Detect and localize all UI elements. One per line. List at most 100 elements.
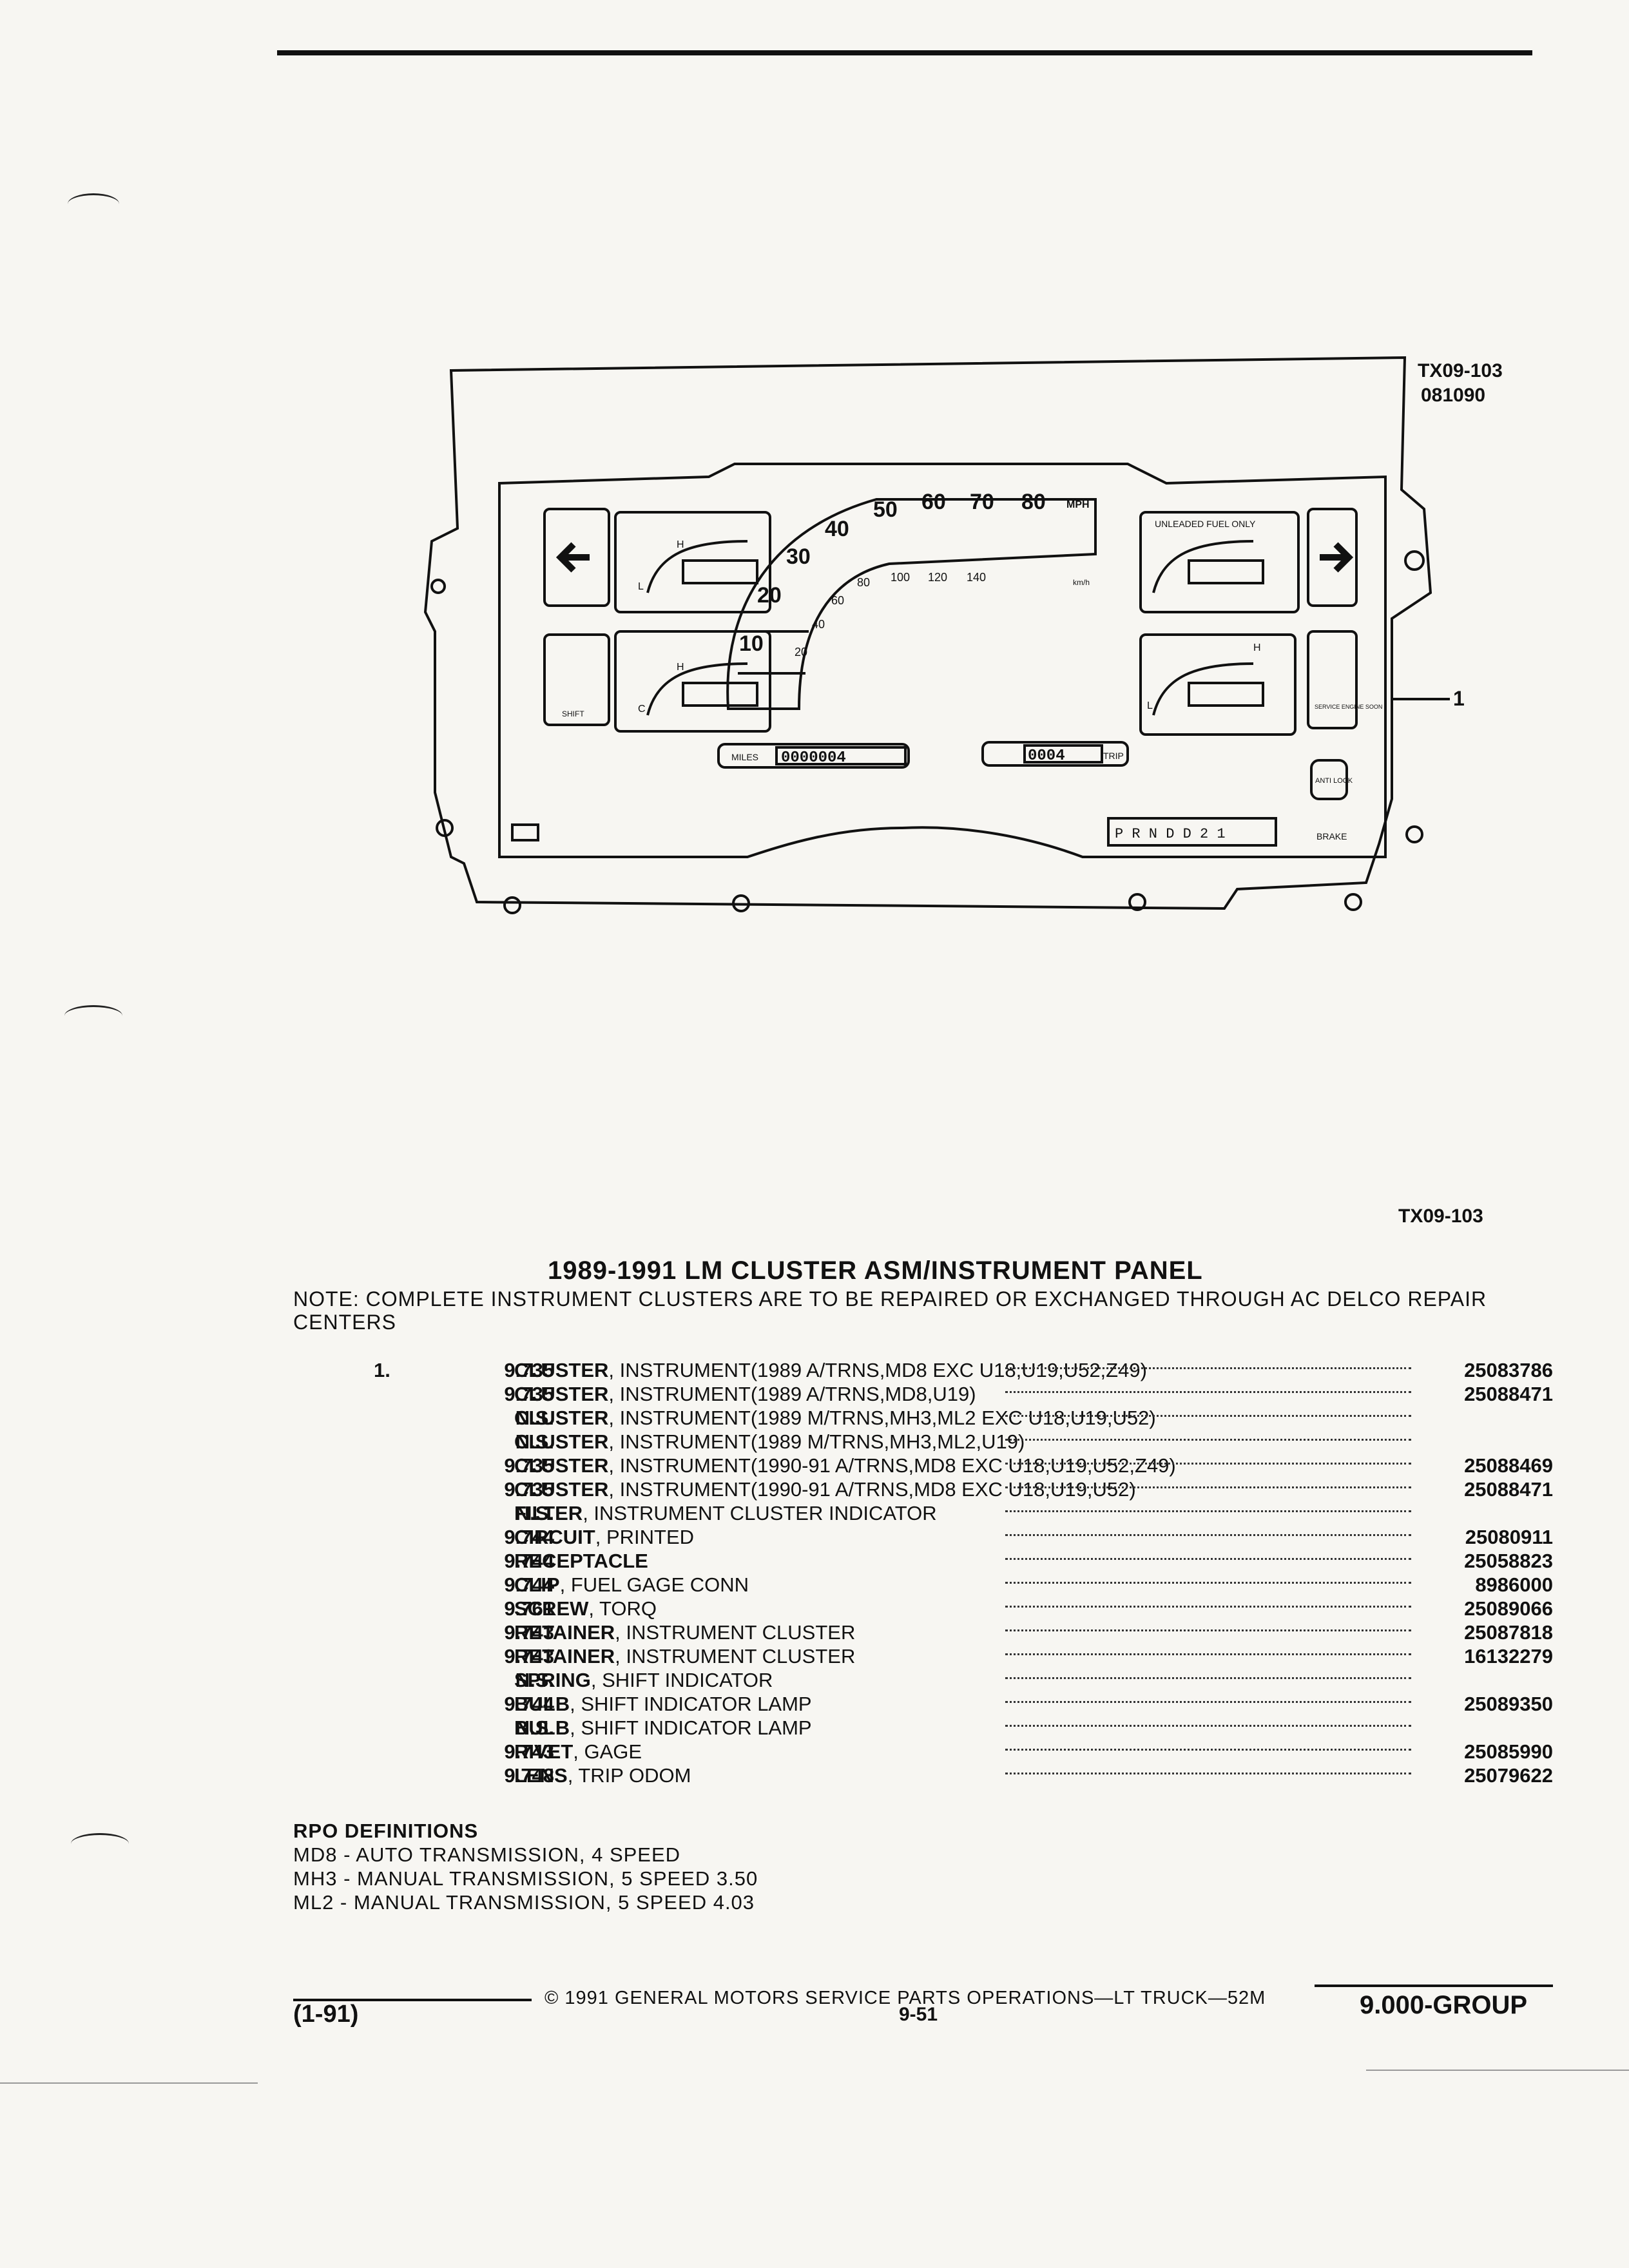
margin-mark — [71, 1833, 129, 1854]
parts-group-code: 9.744 — [504, 1550, 554, 1572]
kmh-label-60: 60 — [831, 594, 844, 607]
figure-code-bottom: TX09-103 — [1398, 1206, 1483, 1227]
parts-number: 25089066 — [1464, 1597, 1553, 1620]
parts-name: CLUSTER, INSTRUMENT(1990-91 A/TRNS,MD8 E… — [514, 1454, 1176, 1477]
kmh-label-80: 80 — [857, 576, 870, 589]
parts-group-code: 9.735 — [504, 1359, 554, 1381]
parts-name-text: LENS — [514, 1764, 568, 1787]
parts-leader-dots — [1005, 1629, 1411, 1631]
parts-description: , GAGE — [573, 1740, 642, 1763]
parts-name: CLUSTER, INSTRUMENT(1989 A/TRNS,MD8 EXC … — [514, 1358, 1147, 1382]
parts-name-text: CLUSTER — [514, 1359, 609, 1381]
parts-name-text: CLUSTER — [514, 1383, 609, 1405]
gauge-cold-label: C — [638, 704, 646, 715]
parts-leader-dots — [1005, 1677, 1411, 1679]
parts-name-text: RIVET — [514, 1740, 574, 1763]
kmh-unit-label: km/h — [1073, 578, 1090, 587]
parts-name-text: CLUSTER — [514, 1407, 609, 1429]
parts-name: CLIP, FUEL GAGE CONN — [514, 1573, 749, 1597]
parts-name: CIRCUIT, PRINTED — [514, 1525, 694, 1549]
parts-leader-dots — [1005, 1391, 1411, 1393]
parts-description: , INSTRUMENT(1989 A/TRNS,MD8 EXC U18,U19… — [608, 1359, 1147, 1381]
parts-number: 25088471 — [1464, 1478, 1553, 1501]
parts-leader-dots — [1005, 1534, 1411, 1536]
parts-number: 25089350 — [1464, 1693, 1553, 1715]
parts-description: , INSTRUMENT(1989 A/TRNS,MD8,U19) — [608, 1383, 976, 1405]
trip-label: TRIP — [1103, 751, 1124, 761]
parts-number: 25087818 — [1464, 1621, 1553, 1644]
instrument-cluster-illustration: 10 20 30 40 50 60 70 80 MPH 20 40 60 80 … — [423, 356, 1465, 914]
parts-leader-dots — [1005, 1415, 1411, 1417]
footer-copyright: © 1991 GENERAL MOTORS SERVICE PARTS OPER… — [545, 1988, 1266, 2008]
parts-group-code: 9.735 — [504, 1454, 554, 1477]
parts-group-code: 9.744 — [504, 1573, 554, 1596]
parts-description: , TRIP ODOM — [567, 1764, 691, 1787]
miles-label: MILES — [731, 752, 758, 762]
parts-name-text: CLUSTER — [514, 1454, 609, 1477]
scan-line — [0, 2082, 258, 2084]
parts-group-code: 9.743 — [504, 1621, 554, 1644]
parts-number: 25088469 — [1464, 1454, 1553, 1477]
parts-description: , INSTRUMENT(1990-91 A/TRNS,MD8 EXC U18,… — [608, 1478, 1136, 1501]
footer-rule-left — [293, 1999, 532, 2001]
scan-line — [1366, 2070, 1629, 2071]
parts-leader-dots — [1005, 1725, 1411, 1727]
parts-name: RIVET, GAGE — [514, 1740, 642, 1763]
parts-name: RETAINER, INSTRUMENT CLUSTER — [514, 1644, 855, 1668]
parts-leader-dots — [1005, 1367, 1411, 1369]
parts-group-code: N.S. — [515, 1502, 554, 1524]
parts-name: SPRING, SHIFT INDICATOR — [514, 1668, 773, 1692]
parts-number: 25085990 — [1464, 1740, 1553, 1763]
parts-name-text: BULB — [514, 1693, 570, 1715]
note-text: NOTE: COMPLETE INSTRUMENT CLUSTERS ARE T… — [293, 1287, 1487, 1334]
rpo-definitions: RPO DEFINITIONS MD8 - AUTO TRANSMISSION,… — [293, 1819, 758, 1914]
kmh-label-100: 100 — [891, 571, 910, 584]
service-engine-label: SERVICE ENGINE SOON — [1315, 704, 1382, 710]
parts-group-code: 9.735 — [504, 1478, 554, 1501]
parts-row: N.S.BULB, SHIFT INDICATOR LAMP — [374, 1716, 1553, 1740]
mph-label-80: 80 — [1021, 490, 1046, 514]
gauge-low-label: L — [638, 581, 644, 592]
footer-group: 9.000-GROUP — [1360, 1991, 1528, 2019]
parts-number: 25080911 — [1465, 1526, 1553, 1548]
rpo-heading: RPO DEFINITIONS — [293, 1820, 479, 1842]
parts-number: 25083786 — [1464, 1359, 1553, 1381]
parts-description: , INSTRUMENT(1989 M/TRNS,MH3,ML2 EXC U18… — [608, 1407, 1156, 1429]
parts-name-text: RECEPTACLE — [514, 1550, 648, 1572]
parts-group-code: 9.761 — [504, 1597, 554, 1620]
kmh-label-40: 40 — [812, 618, 825, 631]
rpo-line: MD8 - AUTO TRANSMISSION, 4 SPEED — [293, 1843, 681, 1866]
parts-name-text: BULB — [514, 1716, 570, 1739]
mph-label-60: 60 — [921, 490, 946, 514]
parts-group-code: N.S. — [515, 1430, 554, 1453]
parts-name-text: CLUSTER — [514, 1430, 609, 1453]
parts-description: , INSTRUMENT CLUSTER — [615, 1621, 856, 1644]
gear-selector-text: P R N D D 2 1 — [1115, 826, 1226, 842]
parts-name: CLUSTER, INSTRUMENT(1990-91 A/TRNS,MD8 E… — [514, 1477, 1136, 1501]
odometer-digits: 0000004 — [781, 749, 846, 767]
parts-leader-dots — [1005, 1510, 1411, 1512]
parts-name-text: FILTER — [514, 1502, 583, 1524]
rpo-line: MH3 - MANUAL TRANSMISSION, 5 SPEED 3.50 — [293, 1867, 758, 1890]
kmh-label-120: 120 — [928, 571, 947, 584]
parts-number: 25079622 — [1464, 1764, 1553, 1787]
parts-group-code: 9.743 — [504, 1740, 554, 1763]
parts-name: RECEPTACLE — [514, 1549, 648, 1573]
parts-description: , INSTRUMENT(1989 M/TRNS,MH3,ML2,U19) — [608, 1430, 1025, 1453]
parts-group-code: 9.744 — [504, 1526, 554, 1548]
parts-name-text: SCREW — [514, 1597, 589, 1620]
mph-label-50: 50 — [873, 497, 898, 522]
mph-label-40: 40 — [825, 517, 849, 541]
gauge-low-label: L — [1147, 700, 1153, 711]
parts-name-text: CIRCUIT — [514, 1526, 595, 1548]
parts-description: , SHIFT INDICATOR LAMP — [570, 1716, 812, 1739]
parts-name: CLUSTER, INSTRUMENT(1989 M/TRNS,MH3,ML2 … — [514, 1406, 1156, 1430]
